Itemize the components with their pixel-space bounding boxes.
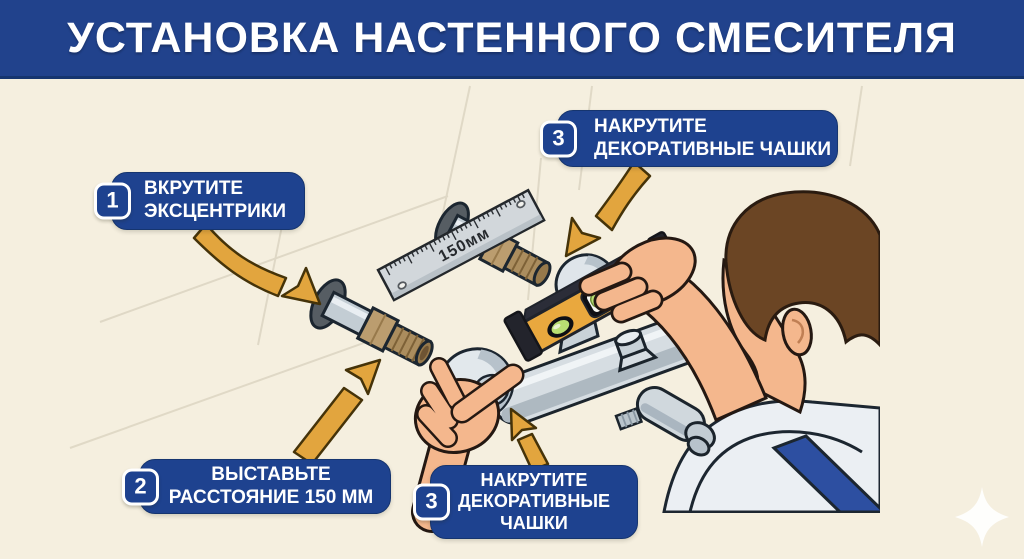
callout-text-line: ВКРУТИТЕ (144, 178, 244, 200)
level-end-cap-left (503, 310, 543, 362)
thumb (453, 366, 522, 421)
ear-inner-line (791, 318, 805, 344)
lower-eccentric-fitting (309, 278, 434, 367)
callout-text-line: НАКРУТИТЕ (480, 469, 588, 490)
page-title: УСТАНОВКА НАСТЕННОГО СМЕСИТЕЛЯ (67, 13, 957, 62)
overall-strap (771, 434, 880, 513)
faucet-inlet-stub (614, 406, 644, 431)
fingers (581, 264, 661, 321)
callout-text-line: РАССТОЯНИЕ 150 ММ (168, 486, 374, 508)
callout-text-line: ДЕКОРАТИВНЫЕ (458, 491, 610, 512)
title-bar: УСТАНОВКА НАСТЕННОГО СМЕСИТЕЛЯ (0, 0, 1024, 79)
faucet-spout (635, 386, 716, 457)
callout-step-3-top: 3 НАКРУТИТЕ ДЕКОРАТИВНЫЕ ЧАШКИ (540, 110, 838, 167)
sparkle-icon (955, 487, 1009, 547)
callout-step-1: 1 ВКРУТИТЕ ЭКСЦЕНТРИКИ (94, 172, 305, 230)
callout-text-line: НАКРУТИТЕ (594, 115, 707, 137)
callout-step-2: 2 ВЫСТАВЬТЕ РАССТОЯНИЕ 150 ММ (122, 459, 391, 514)
arrow-step3-top-icon (564, 160, 652, 258)
callout-text-line: ЧАШКИ (500, 512, 568, 533)
ruler: 150мм (376, 188, 546, 302)
callout-text-line: ЭКСЦЕНТРИКИ (144, 201, 287, 222)
diverter-knob (613, 328, 659, 373)
shirt-collar-line (688, 430, 863, 513)
step-number-badge: 3 (413, 483, 450, 521)
hair (724, 190, 880, 348)
callout-step-3-bottom: 3 НАКРУТИТЕ ДЕКОРАТИВНЫЕ ЧАШКИ (413, 465, 638, 539)
step-number-badge: 1 (94, 182, 131, 220)
step-number-badge: 3 (540, 120, 577, 157)
fingers (418, 359, 464, 446)
callout-text-line: ДЕКОРАТИВНЫЕ ЧАШКИ (594, 138, 832, 160)
callout-text-line: ВЫСТАВЬТЕ (211, 463, 331, 485)
ruler-ticks (384, 193, 525, 276)
step-number-badge: 2 (122, 468, 159, 505)
arrow-step1-icon (192, 222, 322, 306)
ear (781, 307, 813, 357)
arrow-step2-icon (292, 358, 382, 466)
installer-person (662, 190, 880, 513)
hand-holding-level (578, 236, 768, 423)
